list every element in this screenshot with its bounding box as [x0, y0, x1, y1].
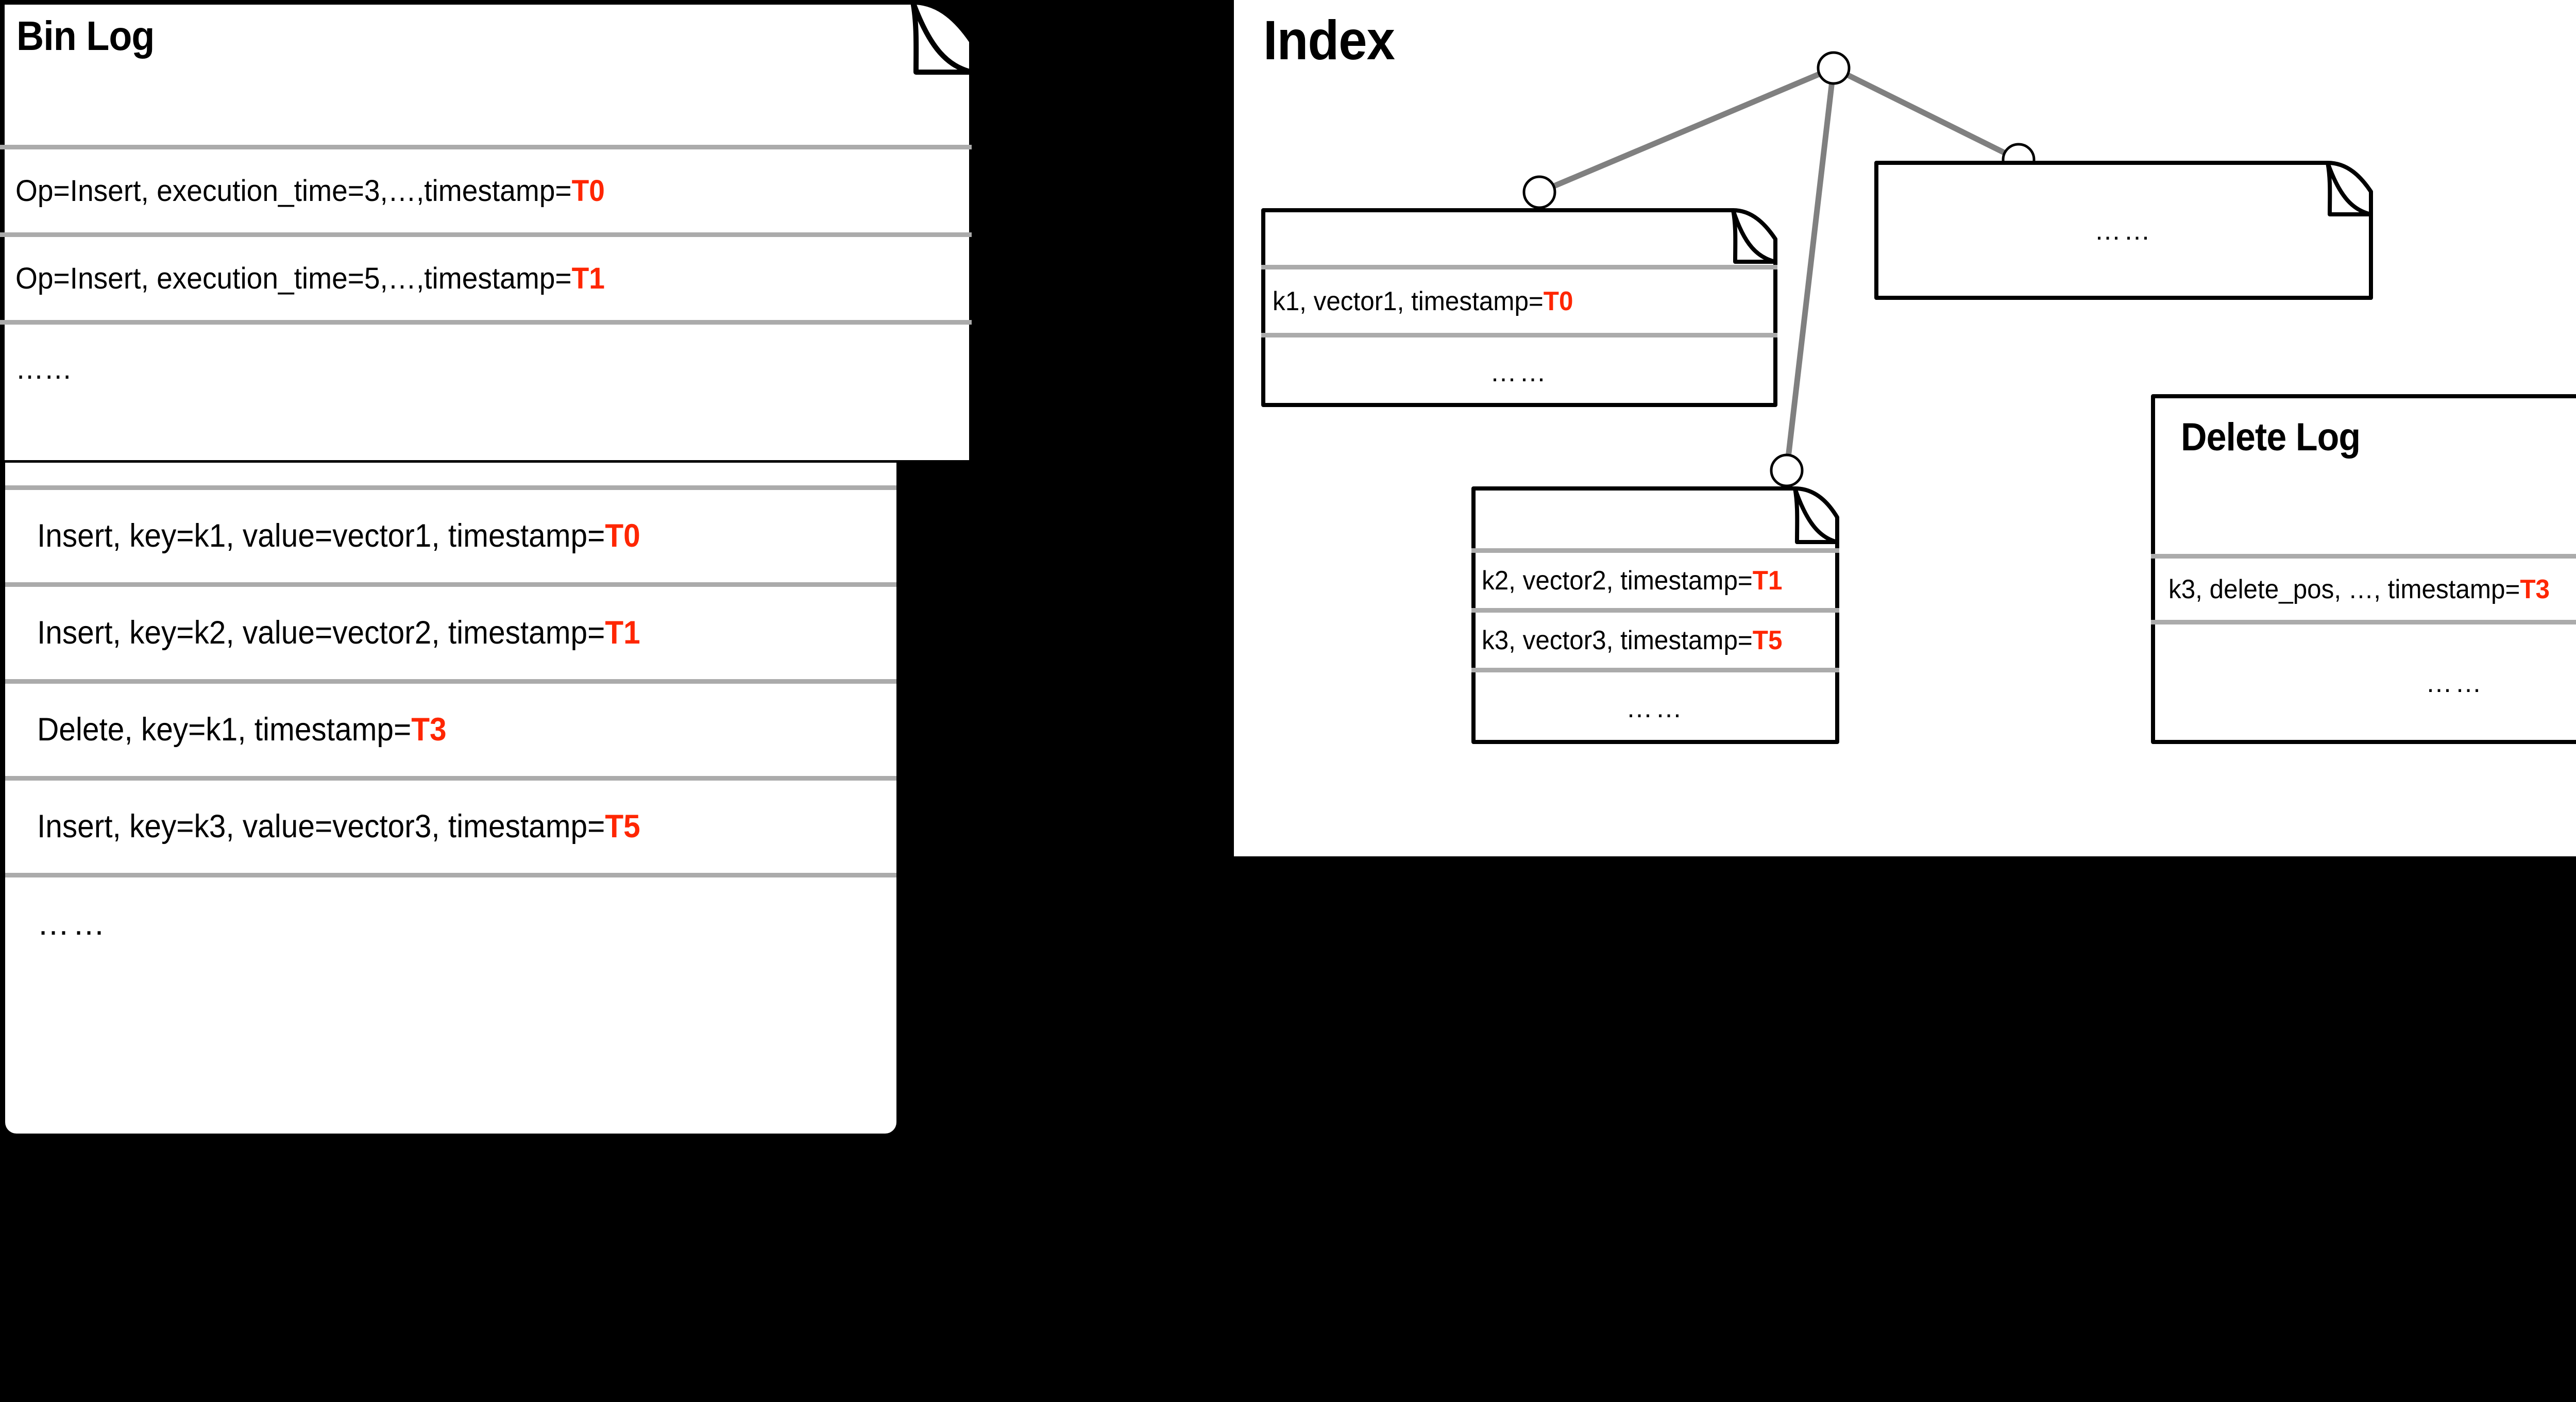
wal-entry-row: Delete, key=k1, timestamp=T3 [5, 679, 896, 776]
folded-page-icon [1261, 208, 1777, 407]
index-title: Index [1263, 9, 1395, 71]
index-leaf-ellipsis-row: …… [1471, 668, 1839, 744]
timestamp-badge: T1 [1752, 565, 1783, 596]
index-leaf-text: k1, vector1, timestamp=T0 [1273, 286, 1573, 316]
timestamp-badge: T3 [2520, 574, 2550, 604]
tree-node-root[interactable] [1817, 51, 1851, 85]
timestamp-badge: T5 [605, 808, 640, 844]
bin-log-title: Bin Log [16, 13, 155, 59]
timestamp-badge: T0 [605, 518, 640, 554]
index-leaf-text: k2, vector2, timestamp=T1 [1482, 565, 1783, 596]
delete-log-text: k3, delete_pos, …, timestamp=T3 [2168, 574, 2550, 604]
tree-edge-root-middle [1784, 67, 1837, 471]
ellipsis: …… [2426, 668, 2484, 698]
ellipsis: …… [2094, 215, 2153, 246]
bin-log-row: Op=Insert, execution_time=3,…,timestamp=… [0, 145, 972, 232]
bin-log-text: Op=Insert, execution_time=3,…,timestamp=… [15, 174, 605, 208]
timestamp-badge: T1 [571, 261, 605, 295]
tree-node-middle[interactable] [1770, 453, 1804, 487]
folded-page-icon [1874, 161, 2373, 300]
ellipsis: …… [37, 905, 108, 942]
index-leaf-text: k3, vector3, timestamp=T5 [1482, 625, 1783, 655]
index-leaf-row: k1, vector1, timestamp=T0 [1261, 265, 1777, 333]
wal-entry-text: Insert, key=k3, value=vector3, timestamp… [37, 808, 640, 844]
index-leaf-card-k1[interactable]: k1, vector1, timestamp=T0 …… [1261, 208, 1777, 407]
index-leaf-card-more[interactable]: …… [1874, 161, 2373, 300]
bin-log-ellipsis-row: …… [0, 320, 972, 413]
timestamp-badge: T1 [605, 615, 640, 651]
index-leaf-card-k2[interactable]: k2, vector2, timestamp=T1 k3, vector3, t… [1471, 486, 1839, 744]
delete-log-ellipsis-row: …… [2151, 620, 2576, 742]
timestamp-badge: T3 [411, 712, 447, 748]
bin-log-text: Op=Insert, execution_time=5,…,timestamp=… [15, 261, 605, 295]
ellipsis: …… [1626, 693, 1685, 723]
ellipsis: …… [15, 351, 73, 385]
timestamp-badge: T0 [571, 174, 605, 208]
wal-entry-text: Insert, key=k1, value=vector1, timestamp… [37, 518, 640, 554]
bin-log-card[interactable]: Bin Log Op=Insert, execution_time=3,…,ti… [0, 0, 999, 463]
index-leaf-ellipsis-row: …… [1261, 333, 1777, 407]
delete-log-title: Delete Log [2181, 415, 2361, 459]
index-leaf-row: k2, vector2, timestamp=T1 [1471, 548, 1839, 608]
wal-entry-text: Delete, key=k1, timestamp=T3 [37, 712, 447, 748]
index-tree-graph [1522, 51, 2036, 487]
index-leaf-row: k3, vector3, timestamp=T5 [1471, 608, 1839, 668]
timestamp-badge: T5 [1752, 625, 1783, 655]
folded-page-icon [2151, 394, 2576, 744]
delete-log-row: k3, delete_pos, …, timestamp=T3 [2151, 554, 2576, 620]
timestamp-badge: T0 [1543, 286, 1573, 316]
wal-entry-text: Insert, key=k2, value=vector2, timestamp… [37, 615, 640, 651]
wal-ellipsis-row: …… [5, 873, 896, 970]
ellipsis: …… [1490, 357, 1549, 387]
index-panel: Index k1, vector1, timestamp=T0 [1234, 0, 2576, 856]
wal-entry-row: Insert, key=k2, value=vector2, timestamp… [5, 582, 896, 679]
bin-log-row: Op=Insert, execution_time=5,…,timestamp=… [0, 232, 972, 320]
delete-log-card[interactable]: Delete Log k3, delete_pos, …, timestamp=… [2151, 394, 2576, 744]
index-leaf-ellipsis-row: …… [1874, 161, 2373, 300]
tree-node-left[interactable] [1522, 175, 1556, 209]
wal-entry-row: Insert, key=k3, value=vector3, timestamp… [5, 776, 896, 873]
wal-entry-row: Insert, key=k1, value=vector1, timestamp… [5, 485, 896, 582]
tree-edge-root-left [1538, 65, 1835, 195]
wal-panel: WAL Insert, key=k1, value=vector1, times… [5, 335, 896, 1134]
tree-edge-root-right [1832, 65, 2020, 162]
